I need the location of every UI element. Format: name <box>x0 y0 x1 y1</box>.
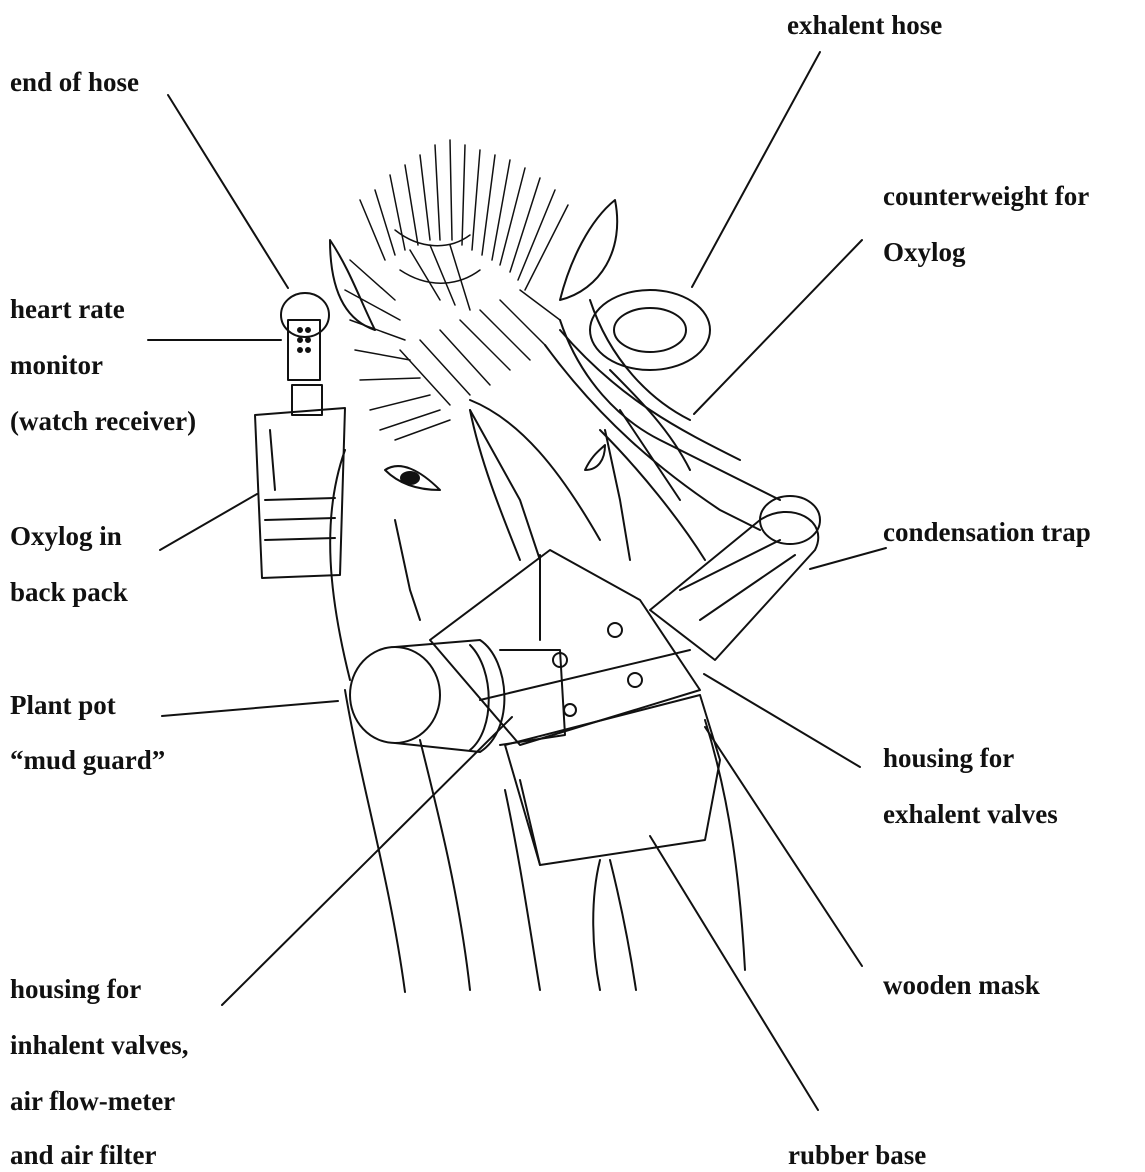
horse-eye-right <box>585 445 605 470</box>
label-condensation-trap: condensation trap <box>883 519 1091 546</box>
condensation-trap <box>650 496 820 660</box>
label-counterweight-line1: counterweight for <box>883 183 1089 210</box>
leader-inhalent <box>222 717 512 1005</box>
label-oxylog-line2: back pack <box>10 579 128 606</box>
label-plant-pot-line2: “mud guard” <box>10 747 165 774</box>
label-plant-pot-line1: Plant pot <box>10 692 116 719</box>
horse-neck <box>345 690 405 992</box>
label-inhalent-line2: inhalent valves, <box>10 1032 189 1059</box>
label-counterweight-line2: Oxylog <box>883 239 966 266</box>
horse-illustration <box>255 140 820 992</box>
label-heart-rate-line2: monitor <box>10 352 103 379</box>
leader-exhalent-hose <box>692 52 820 287</box>
leader-wooden-mask <box>705 727 862 966</box>
heart-rate-monitor <box>281 293 329 415</box>
label-exhalent-hose: exhalent hose <box>787 12 942 39</box>
label-rubber-base: rubber base <box>788 1142 926 1169</box>
label-oxylog-line1: Oxylog in <box>10 523 122 550</box>
horse-ear-left <box>330 240 375 330</box>
leader-oxylog <box>160 494 257 550</box>
leader-end-of-hose <box>168 95 288 288</box>
horse-mane <box>345 140 568 440</box>
label-heart-rate-line1: heart rate <box>10 296 125 323</box>
label-exhalent-valves-line1: housing for <box>883 745 1014 772</box>
rubber-base <box>505 695 720 865</box>
label-heart-rate-line3: (watch receiver) <box>10 408 196 435</box>
label-end-of-hose: end of hose <box>10 69 139 96</box>
plant-pot-mud-guard <box>350 640 565 752</box>
wooden-mask <box>430 550 700 745</box>
leader-exhalent-valves <box>704 674 860 767</box>
horse-ear-right <box>560 200 617 300</box>
leader-counterweight <box>694 240 862 414</box>
leader-rubber-base <box>650 836 818 1110</box>
horse-eye-left-pupil <box>401 472 419 484</box>
label-inhalent-line3: air flow-meter <box>10 1088 175 1115</box>
halter-strap <box>470 410 540 560</box>
label-exhalent-valves-line2: exhalent valves <box>883 801 1058 828</box>
leader-plant-pot <box>162 701 338 716</box>
label-inhalent-line1: housing for <box>10 976 141 1003</box>
oxylog-backpack <box>255 408 345 578</box>
label-inhalent-line4: and air filter <box>10 1142 156 1169</box>
label-wooden-mask: wooden mask <box>883 972 1040 999</box>
leader-condensation-trap <box>810 548 886 569</box>
leader-lines <box>148 52 886 1110</box>
